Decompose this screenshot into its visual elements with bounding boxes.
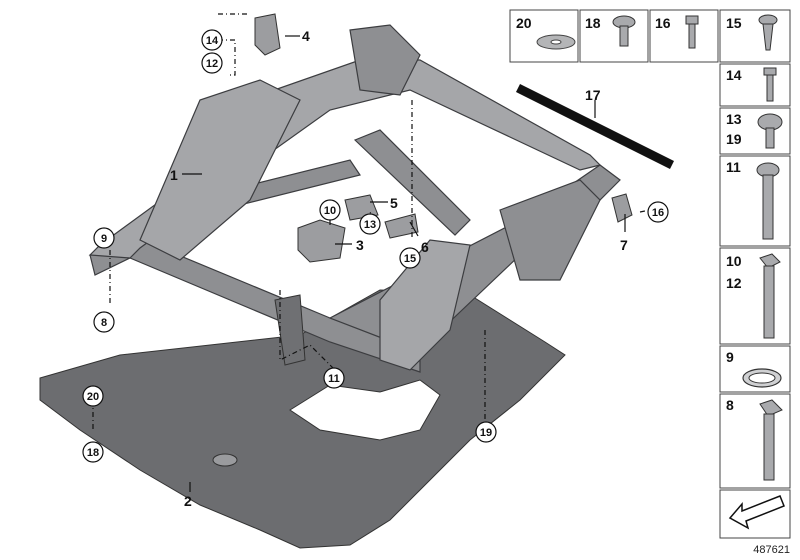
svg-text:9: 9 xyxy=(101,233,107,245)
underbody-shield xyxy=(39,289,566,549)
part-label-8: 8 xyxy=(726,397,734,413)
callout-6: 6 xyxy=(421,239,429,255)
svg-text:15: 15 xyxy=(404,253,416,265)
leader-lines xyxy=(92,13,651,492)
part-label-19: 19 xyxy=(726,131,742,147)
circle-callout-10: 10 xyxy=(319,199,341,221)
svg-text:14: 14 xyxy=(206,35,219,47)
circle-callout-9: 9 xyxy=(93,227,115,249)
circle-callout-16: 16 xyxy=(647,201,669,223)
direction-arrow-icon xyxy=(728,495,785,530)
part-cell-18 xyxy=(579,9,649,63)
part-cell-14 xyxy=(719,63,791,107)
shield-boss xyxy=(212,453,238,467)
callout-17: 17 xyxy=(585,87,601,103)
callout-3: 3 xyxy=(356,237,364,253)
circle-callout-8: 8 xyxy=(93,311,115,333)
part-label-11: 11 xyxy=(726,159,741,175)
part-label-20: 20 xyxy=(516,15,532,31)
lower-left-strut xyxy=(274,294,306,366)
circle-callout-12: 12 xyxy=(201,52,223,74)
callout-7: 7 xyxy=(620,237,628,253)
svg-text:11: 11 xyxy=(328,373,340,385)
callout-1: 1 xyxy=(170,167,178,183)
part-cell-11 xyxy=(719,155,791,247)
rear-upper-bracket xyxy=(349,24,421,96)
part-label-18: 18 xyxy=(585,15,601,31)
circle-callout-18: 18 xyxy=(82,441,104,463)
part-cell-10-12 xyxy=(719,247,791,345)
bracket-3 xyxy=(297,219,346,263)
svg-text:12: 12 xyxy=(206,58,218,70)
part-cell-15 xyxy=(719,9,791,63)
callout-4: 4 xyxy=(302,28,310,44)
shield-cutout xyxy=(289,379,441,441)
front-crossmember xyxy=(89,234,421,373)
circle-callout-19: 19 xyxy=(475,421,497,443)
part-label-12: 12 xyxy=(726,275,742,291)
bracket-4 xyxy=(254,13,281,56)
part-label-15: 15 xyxy=(726,15,742,31)
parts-panel: 20 18 16 15 14 13 19 11 10 12 xyxy=(509,9,791,539)
circle-callout-20: 20 xyxy=(82,385,104,407)
svg-text:19: 19 xyxy=(480,427,492,439)
part-label-10: 10 xyxy=(726,253,742,269)
callout-2: 2 xyxy=(184,493,192,509)
part-label-13: 13 xyxy=(726,111,742,127)
rear-crossmember xyxy=(229,59,602,171)
right-rear-bracket xyxy=(499,179,601,281)
part-label-9: 9 xyxy=(726,349,734,365)
bracket-6 xyxy=(384,213,419,239)
svg-text:13: 13 xyxy=(364,219,376,231)
bracket-7 xyxy=(611,193,633,223)
circle-callout-13: 13 xyxy=(359,213,381,235)
svg-text:20: 20 xyxy=(87,391,99,403)
diagram-id: 487621 xyxy=(753,544,790,556)
svg-text:16: 16 xyxy=(652,207,664,219)
part-label-14: 14 xyxy=(726,67,742,83)
part-cell-16 xyxy=(649,9,719,63)
seal-strip xyxy=(515,83,675,170)
svg-text:8: 8 xyxy=(101,317,107,329)
diagonal-strut xyxy=(353,129,471,236)
callout-5: 5 xyxy=(390,195,398,211)
circle-callout-15: 15 xyxy=(399,247,421,269)
circle-callout-14: 14 xyxy=(201,29,223,51)
part-label-16: 16 xyxy=(655,15,671,31)
right-tower xyxy=(379,239,471,371)
svg-text:18: 18 xyxy=(87,447,99,459)
svg-text:10: 10 xyxy=(324,205,336,217)
left-tower xyxy=(139,79,301,261)
circle-callout-11: 11 xyxy=(323,367,345,389)
